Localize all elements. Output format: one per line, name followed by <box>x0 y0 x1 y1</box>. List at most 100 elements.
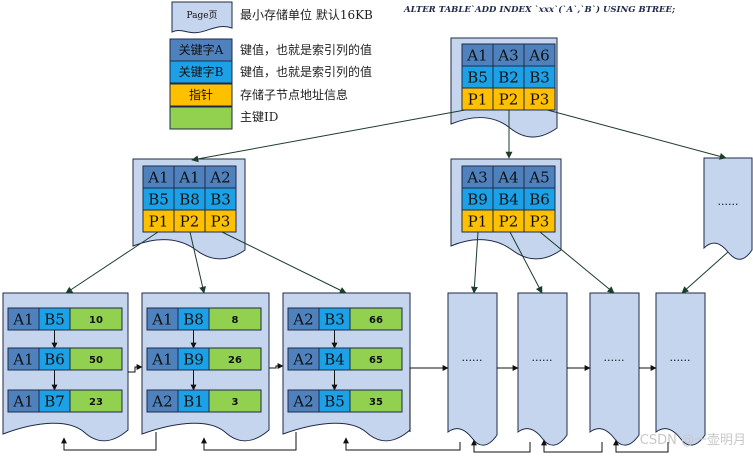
internal-mid-cell-a3-label: A5 <box>528 169 549 187</box>
leaf-2-row-2-primary-key-label: 26 <box>228 355 242 366</box>
leaf-linked-list <box>61 363 669 453</box>
link-4-3 <box>343 437 461 451</box>
leaf-2-row-3-key-a-label: A2 <box>151 393 172 411</box>
leaf-page-5 <box>517 292 568 446</box>
leaf-2-row-1-primary-key-label: 8 <box>232 315 239 326</box>
page-shapes <box>2 37 753 446</box>
tree-connectors <box>65 107 729 294</box>
leaf-2-row-1-primary-key <box>208 307 262 331</box>
internal-mid-cell-p1-label: P1 <box>468 213 488 231</box>
internal-left-cell-b2-label: B8 <box>179 191 200 209</box>
internal-left-cell-b3-label: B3 <box>210 191 231 209</box>
internal-mid-cell-a2-label: A4 <box>497 169 518 187</box>
internal-page-right <box>703 157 753 260</box>
legend-key-a-desc: 键值，也就是索引列的值 <box>240 42 372 57</box>
edge-mid-p3 <box>539 231 615 294</box>
legend-key-b-label: 关键字B <box>179 64 224 79</box>
link-3-4 <box>409 365 449 432</box>
internal-mid-cell-b2-label: B4 <box>498 191 519 209</box>
internal-left-cell-p2-label: P2 <box>180 213 200 231</box>
legend-key-b-desc: 键值，也就是索引列的值 <box>240 64 372 79</box>
leaf-3-row-2-key-a-label: A2 <box>292 351 313 369</box>
root-cell-a1-label: A1 <box>466 47 487 65</box>
legend-primary-key-swatch <box>169 106 233 130</box>
leaf-placeholder-2: ...... <box>532 351 553 364</box>
leaf-3-row-1-primary-key <box>349 307 403 331</box>
leaf-placeholder-3: ...... <box>604 351 625 364</box>
leaf-3-row-1-primary-key-label: 66 <box>369 315 383 326</box>
internal-left-cell-p3-label: P3 <box>211 213 231 231</box>
edge-mid-p1 <box>470 231 479 294</box>
internal-mid-cell-p3 <box>523 209 556 233</box>
root-cell-b1-label: B5 <box>467 69 488 87</box>
leaf-3-row-1-key-b-label: B3 <box>324 311 345 329</box>
leaf-3-row-2-primary-key-label: 65 <box>369 355 383 366</box>
internal-left-cell-b1-label: B5 <box>148 191 169 209</box>
root-cell-p1-label: P1 <box>468 91 488 109</box>
link-7-6 <box>613 439 669 453</box>
link-2-3 <box>269 363 284 369</box>
edge-right-p1 <box>681 251 729 294</box>
leaf-3-row-1-key-a-label: A2 <box>292 311 313 329</box>
leaf-2-row-3-primary-key <box>208 389 262 413</box>
internal-left-cell-p3 <box>204 209 237 233</box>
edge-left-p1 <box>65 231 159 294</box>
legend-pointer-label: 指针 <box>189 87 213 102</box>
legend-primary-key-desc: 主键ID <box>240 110 278 124</box>
legend-pointer-desc: 存储子节点地址信息 <box>240 87 348 102</box>
leaf-1-row-2-key-b-label: B6 <box>44 351 65 369</box>
edge-root-p3 <box>539 107 727 160</box>
root-cell-p3 <box>523 87 556 111</box>
leaf-1-row-2-primary-key <box>69 347 123 371</box>
leaf-3-row-2-key-b-label: B4 <box>324 351 345 369</box>
leaf-1-row-2-key-a-label: A1 <box>12 351 33 369</box>
root-cell-p2-label: P2 <box>499 91 519 109</box>
link-2-1 <box>61 432 157 451</box>
leaf-1-row-3-primary-key <box>69 389 123 413</box>
internal-right-placeholder: ...... <box>718 195 739 208</box>
internal-left-cell-a2-label: A1 <box>178 169 199 187</box>
legend-page-shape <box>171 1 233 34</box>
leaf-2-row-1-key-b-label: B8 <box>183 311 204 329</box>
internal-mid-cell-a1-label: A3 <box>466 169 487 187</box>
legend-page-label: Page页 <box>186 10 217 21</box>
legend-pointer-swatch <box>169 83 233 107</box>
internal-mid-cell-p3-label: P3 <box>530 213 550 231</box>
leaf-3-row-3-key-a-label: A2 <box>292 393 313 411</box>
leaf-1-row-1-key-a-label: A1 <box>12 311 33 329</box>
root-cell-p3-label: P3 <box>530 91 550 109</box>
legend-key-b-swatch <box>169 60 233 84</box>
leaf-page-7 <box>655 292 706 446</box>
leaf-placeholder-1: ...... <box>462 351 483 364</box>
leaf-2-row-3-key-b-label: B1 <box>183 393 204 411</box>
internal-left-cell-a1-label: A1 <box>147 169 168 187</box>
leaf-1-row-3-primary-key-label: 23 <box>89 397 103 408</box>
link-3-2 <box>201 432 297 451</box>
root-cell-a2-label: A3 <box>497 47 518 65</box>
internal-mid-cell-p2-label: P2 <box>499 213 519 231</box>
leaf-2-row-2-primary-key <box>208 347 262 371</box>
leaf-3-row-3-primary-key <box>349 389 403 413</box>
edge-left-p3 <box>221 231 347 294</box>
leaf-1-row-1-key-b-label: B5 <box>44 311 65 329</box>
leaf-3-row-2-primary-key <box>349 347 403 371</box>
link-1-2 <box>128 364 143 373</box>
edge-left-p2 <box>189 231 207 294</box>
root-cell-b2-label: B2 <box>498 69 519 87</box>
internal-left-cell-a3-label: A2 <box>209 169 230 187</box>
leaf-1-row-3-key-a-label: A1 <box>12 393 33 411</box>
link-6-5 <box>541 439 603 453</box>
internal-mid-cell-b1-label: B9 <box>467 191 488 209</box>
internal-mid-cell-b3-label: B6 <box>529 191 550 209</box>
leaf-page-6 <box>589 292 640 446</box>
leaf-1-row-1-primary-key <box>69 307 123 331</box>
link-5-4 <box>471 439 531 453</box>
internal-left-cell-p1-label: P1 <box>149 213 169 231</box>
leaf-2-row-2-key-a-label: A1 <box>151 351 172 369</box>
leaf-3-row-3-primary-key-label: 35 <box>369 397 383 408</box>
edge-mid-p2 <box>509 231 543 294</box>
